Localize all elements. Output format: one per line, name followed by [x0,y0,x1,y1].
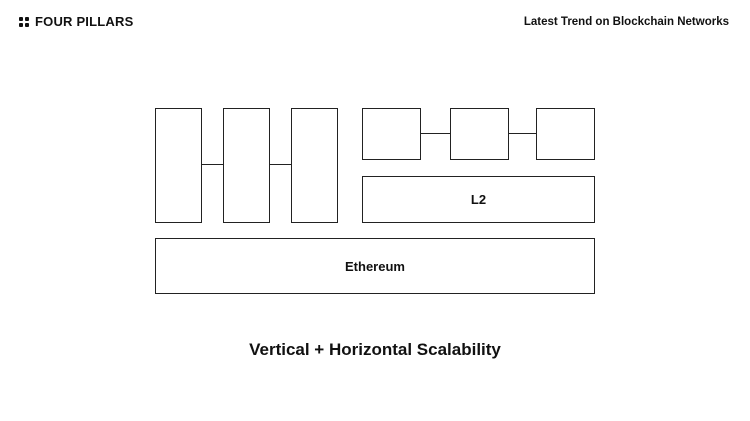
four-dots-icon [19,16,29,27]
vertical-chain-link-1 [202,164,223,165]
brand-name: FOUR PILLARS [35,14,134,29]
vertical-chain-block-3 [291,108,338,223]
horizontal-chain-block-2 [450,108,509,160]
brand-logo: FOUR PILLARS [19,14,133,29]
ethereum-base-layer-box: Ethereum [155,238,595,294]
vertical-chain-link-2 [270,164,291,165]
header-subtitle: Latest Trend on Blockchain Networks [523,16,729,28]
horizontal-chain-block-3 [536,108,595,160]
ethereum-label: Ethereum [345,258,405,274]
l2-label: L2 [470,192,487,207]
horizontal-chain-link-1 [421,133,450,134]
diagram-caption: Vertical + Horizontal Scalability [249,340,501,359]
vertical-chain-block-1 [155,108,202,223]
horizontal-chain-block-1 [362,108,421,160]
l2-layer-box: L2 [362,176,595,223]
vertical-chain-block-2 [223,108,270,223]
horizontal-chain-link-2 [509,133,536,134]
